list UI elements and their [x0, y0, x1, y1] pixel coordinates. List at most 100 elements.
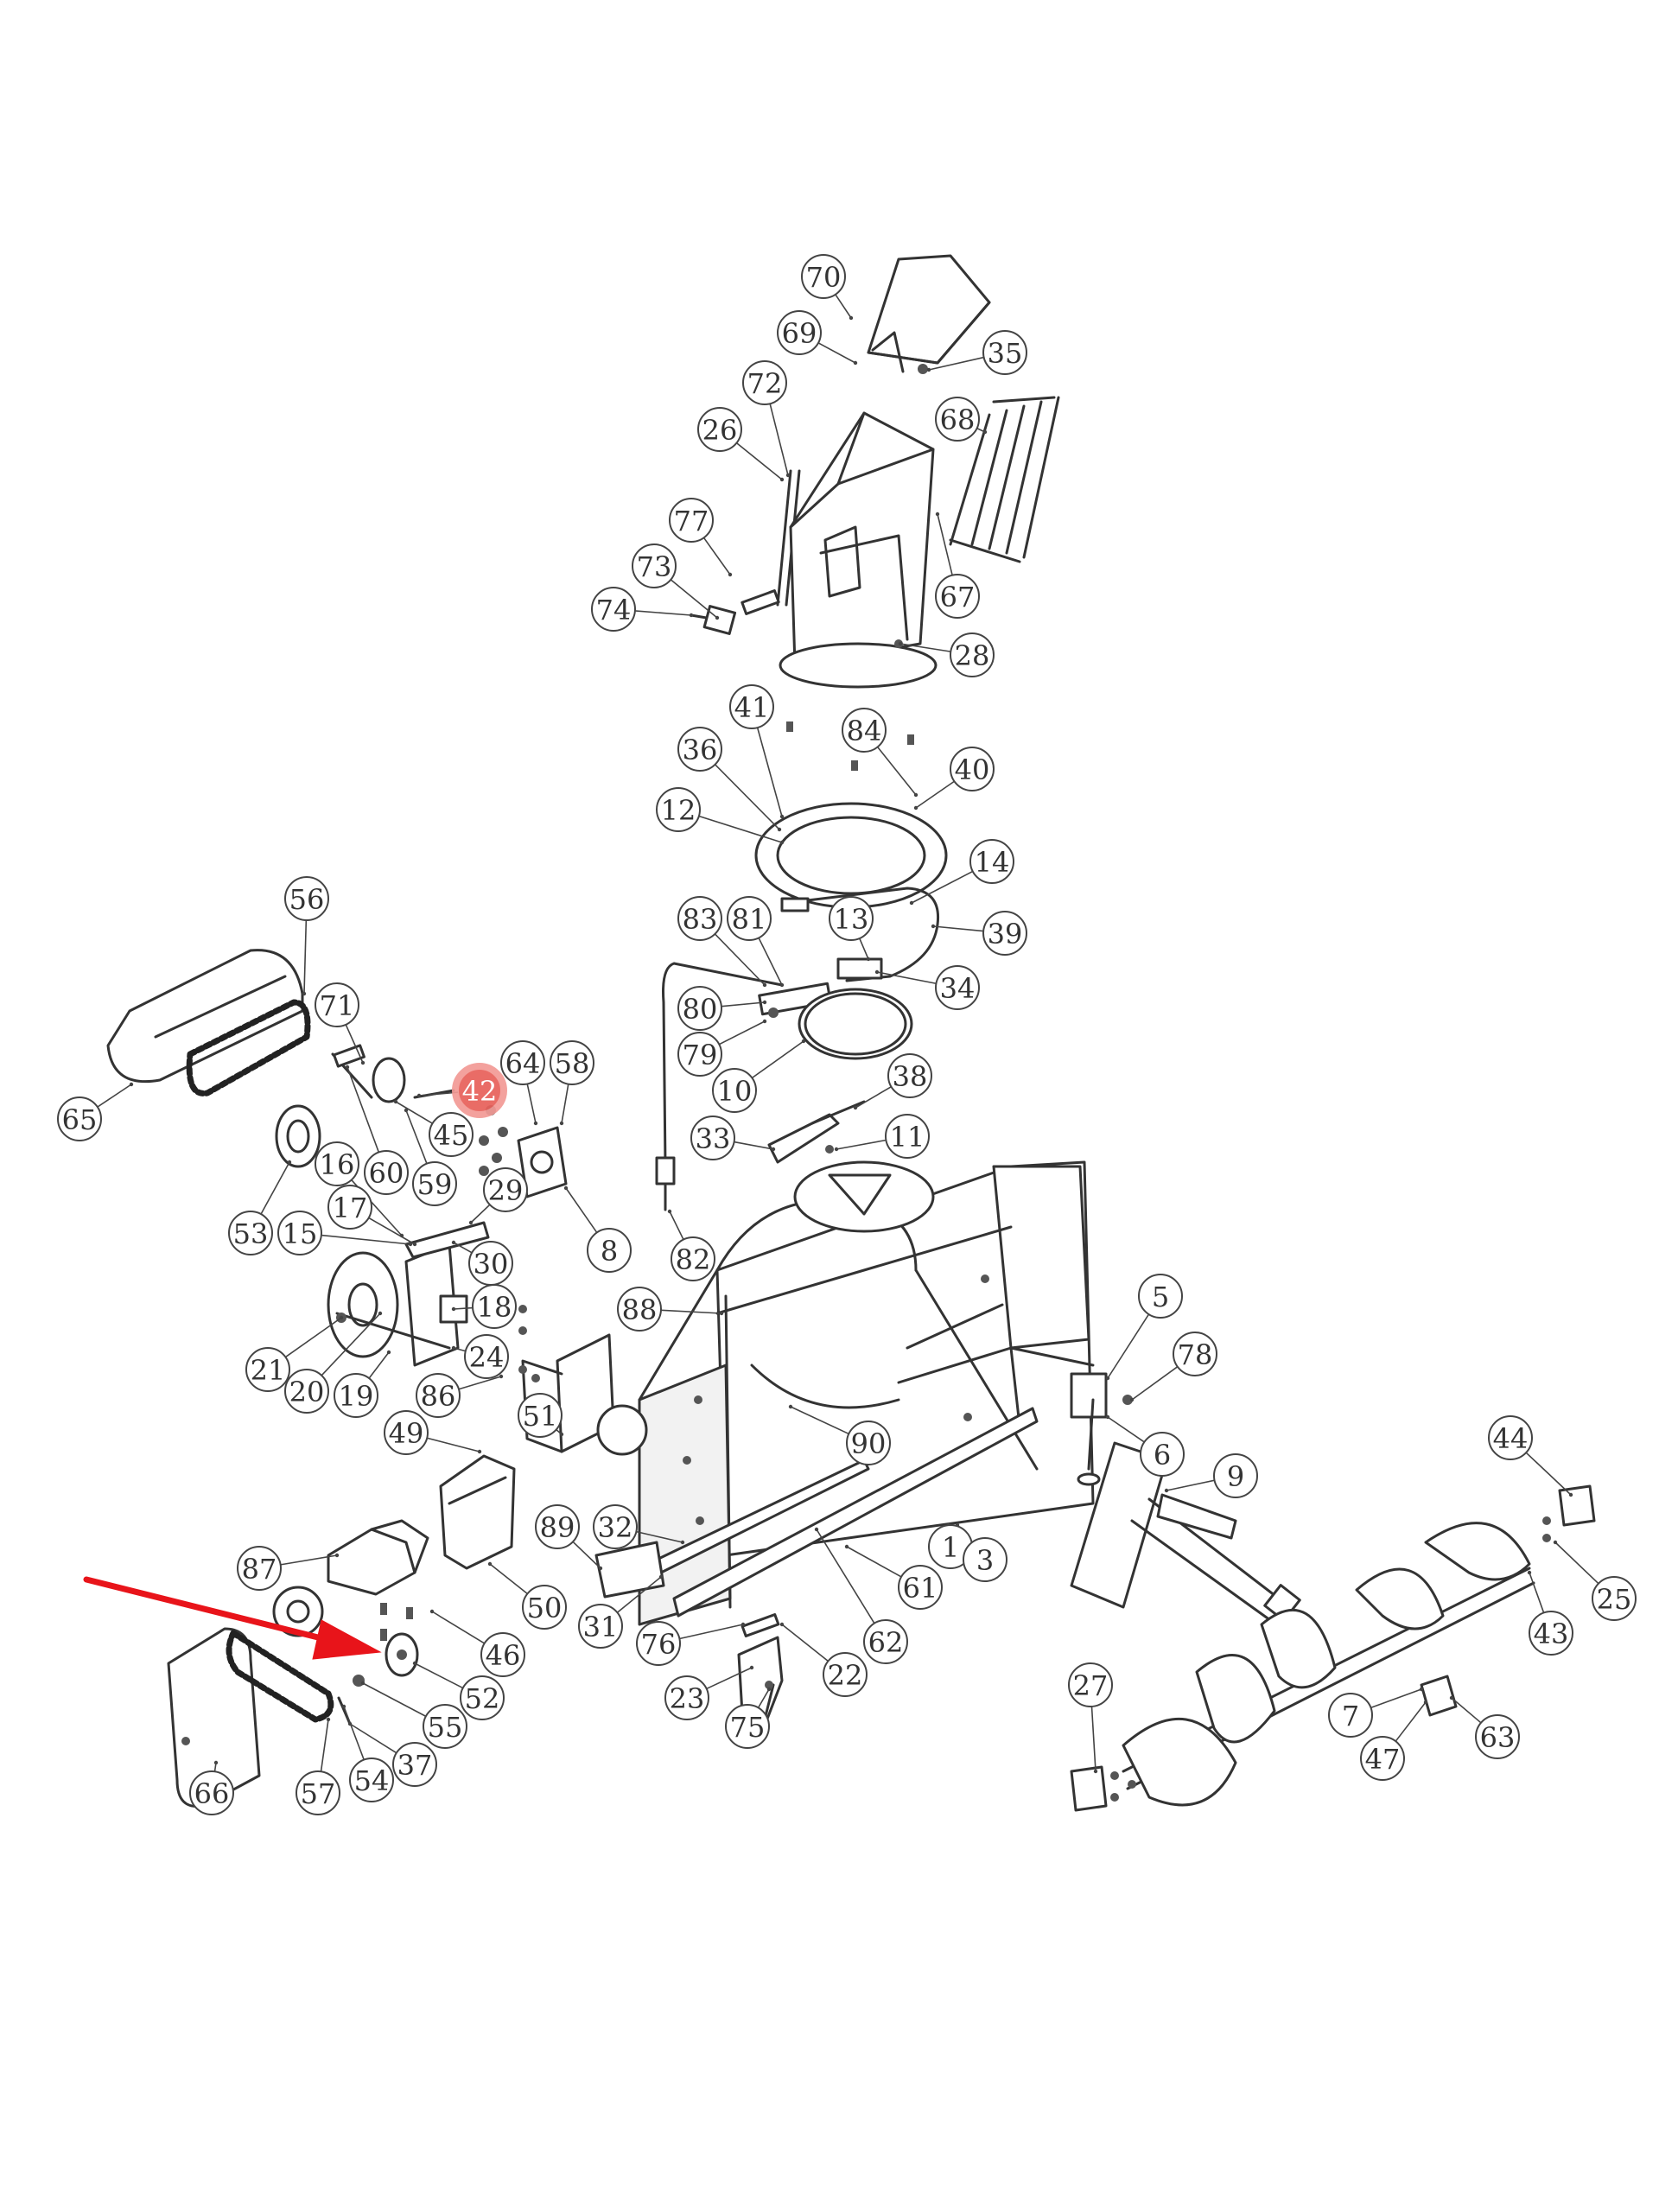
callout-5[interactable]: 5	[1138, 1274, 1183, 1319]
callout-33[interactable]: 33	[690, 1116, 735, 1160]
callout-67[interactable]: 67	[935, 574, 980, 619]
callout-74[interactable]: 74	[591, 587, 636, 632]
callout-circle	[729, 684, 774, 729]
callout-15[interactable]: 15	[277, 1211, 322, 1255]
callout-70[interactable]: 70	[801, 254, 846, 299]
callout-17[interactable]: 17	[327, 1185, 372, 1230]
callout-90[interactable]: 90	[846, 1421, 891, 1465]
leader-tip-87	[334, 1553, 340, 1558]
callout-62[interactable]: 62	[863, 1619, 908, 1664]
callout-number: 66	[194, 1777, 230, 1810]
callout-9[interactable]: 9	[1213, 1453, 1258, 1498]
callout-19[interactable]: 19	[334, 1373, 378, 1418]
callout-24[interactable]: 24	[464, 1334, 509, 1379]
callout-circle	[1328, 1693, 1373, 1738]
callout-88[interactable]: 88	[617, 1287, 662, 1332]
callout-14[interactable]: 14	[969, 839, 1014, 884]
callout-73[interactable]: 73	[632, 543, 677, 588]
callout-86[interactable]: 86	[416, 1373, 461, 1418]
callout-30[interactable]: 30	[468, 1241, 513, 1286]
callout-43[interactable]: 43	[1529, 1611, 1573, 1656]
callout-66[interactable]: 66	[189, 1770, 234, 1815]
callout-55[interactable]: 55	[423, 1704, 467, 1749]
callout-75[interactable]: 75	[725, 1704, 770, 1749]
callout-7[interactable]: 7	[1328, 1693, 1373, 1738]
callout-64[interactable]: 64	[500, 1040, 545, 1085]
callout-84[interactable]: 84	[842, 708, 887, 753]
callout-11[interactable]: 11	[885, 1114, 930, 1159]
callout-41[interactable]: 41	[729, 684, 774, 729]
callout-50[interactable]: 50	[522, 1585, 567, 1630]
highlighted-callout-circle	[452, 1063, 507, 1118]
callout-37[interactable]: 37	[392, 1742, 437, 1787]
callout-76[interactable]: 76	[636, 1621, 681, 1666]
callout-35[interactable]: 35	[982, 330, 1027, 375]
callout-18[interactable]: 18	[472, 1284, 517, 1329]
callout-circle	[982, 330, 1027, 375]
callout-89[interactable]: 89	[535, 1504, 580, 1549]
callout-63[interactable]: 63	[1475, 1714, 1520, 1759]
callout-34[interactable]: 34	[935, 965, 980, 1010]
callout-71[interactable]: 71	[315, 982, 359, 1027]
leader-line-43	[1529, 1572, 1545, 1613]
callout-87[interactable]: 87	[237, 1546, 282, 1591]
callout-12[interactable]: 12	[656, 787, 701, 832]
callout-80[interactable]: 80	[677, 986, 722, 1031]
callout-57[interactable]: 57	[296, 1770, 340, 1815]
callout-49[interactable]: 49	[384, 1410, 429, 1455]
callout-44[interactable]: 44	[1488, 1415, 1533, 1460]
callout-83[interactable]: 83	[677, 896, 722, 941]
callout-38[interactable]: 38	[887, 1053, 932, 1098]
callout-46[interactable]: 46	[480, 1632, 525, 1677]
callout-56[interactable]: 56	[284, 876, 329, 921]
callout-81[interactable]: 81	[727, 896, 772, 941]
callout-13[interactable]: 13	[829, 896, 874, 941]
callout-6[interactable]: 6	[1140, 1432, 1185, 1477]
callout-69[interactable]: 69	[777, 310, 822, 355]
callout-82[interactable]: 82	[671, 1236, 715, 1281]
callout-61[interactable]: 61	[898, 1565, 943, 1610]
callout-39[interactable]: 39	[982, 911, 1027, 956]
callout-16[interactable]: 16	[315, 1141, 359, 1186]
callout-42[interactable]: 42	[452, 1063, 507, 1118]
callout-58[interactable]: 58	[550, 1040, 594, 1085]
callout-number: 10	[717, 1075, 753, 1108]
callout-77[interactable]: 77	[669, 498, 714, 543]
callout-1[interactable]: 1	[928, 1524, 973, 1569]
callout-45[interactable]: 45	[429, 1112, 474, 1157]
callout-29[interactable]: 29	[483, 1167, 528, 1212]
leader-tip-81	[779, 982, 785, 988]
callout-47[interactable]: 47	[1360, 1736, 1405, 1781]
callout-60[interactable]: 60	[364, 1150, 409, 1195]
callout-36[interactable]: 36	[677, 727, 722, 772]
callout-53[interactable]: 53	[228, 1211, 273, 1255]
callout-20[interactable]: 20	[284, 1369, 329, 1414]
callout-52[interactable]: 52	[460, 1675, 505, 1720]
callout-25[interactable]: 25	[1592, 1576, 1637, 1621]
callout-28[interactable]: 28	[950, 632, 995, 677]
callout-68[interactable]: 68	[935, 397, 980, 442]
callout-31[interactable]: 31	[578, 1604, 623, 1649]
callout-59[interactable]: 59	[412, 1161, 457, 1206]
callout-51[interactable]: 51	[518, 1393, 563, 1438]
callout-8[interactable]: 8	[587, 1228, 632, 1273]
callout-21[interactable]: 21	[245, 1347, 290, 1392]
callout-27[interactable]: 27	[1068, 1662, 1113, 1707]
callout-72[interactable]: 72	[742, 360, 787, 405]
callout-10[interactable]: 10	[712, 1068, 757, 1113]
callout-3[interactable]: 3	[963, 1537, 1007, 1582]
callout-26[interactable]: 26	[697, 407, 742, 452]
leader-tip-54	[341, 1704, 346, 1709]
callout-65[interactable]: 65	[57, 1096, 102, 1141]
callout-54[interactable]: 54	[349, 1758, 394, 1802]
callout-79[interactable]: 79	[677, 1032, 722, 1077]
callout-circle	[823, 1652, 868, 1697]
callout-78[interactable]: 78	[1173, 1332, 1217, 1376]
callout-32[interactable]: 32	[593, 1504, 638, 1549]
callout-23[interactable]: 23	[664, 1675, 709, 1720]
callout-circle	[617, 1287, 662, 1332]
callout-circle	[587, 1228, 632, 1273]
callout-22[interactable]: 22	[823, 1652, 868, 1697]
callout-40[interactable]: 40	[950, 747, 995, 791]
chute-grill-part	[949, 396, 1060, 563]
